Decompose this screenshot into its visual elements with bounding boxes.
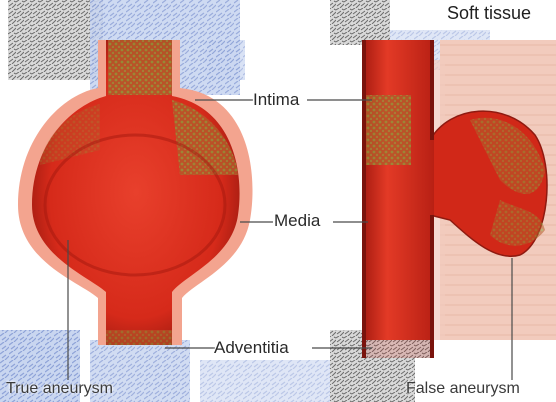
media-label: Media (274, 211, 320, 231)
false-aneurysm-label: False aneurysm (406, 380, 520, 398)
soft-tissue-label: Soft tissue (447, 3, 531, 24)
adventitia-label: Adventitia (214, 338, 289, 358)
intima-label: Intima (253, 90, 299, 110)
true-aneurysm-label: True aneurysm (6, 380, 113, 398)
